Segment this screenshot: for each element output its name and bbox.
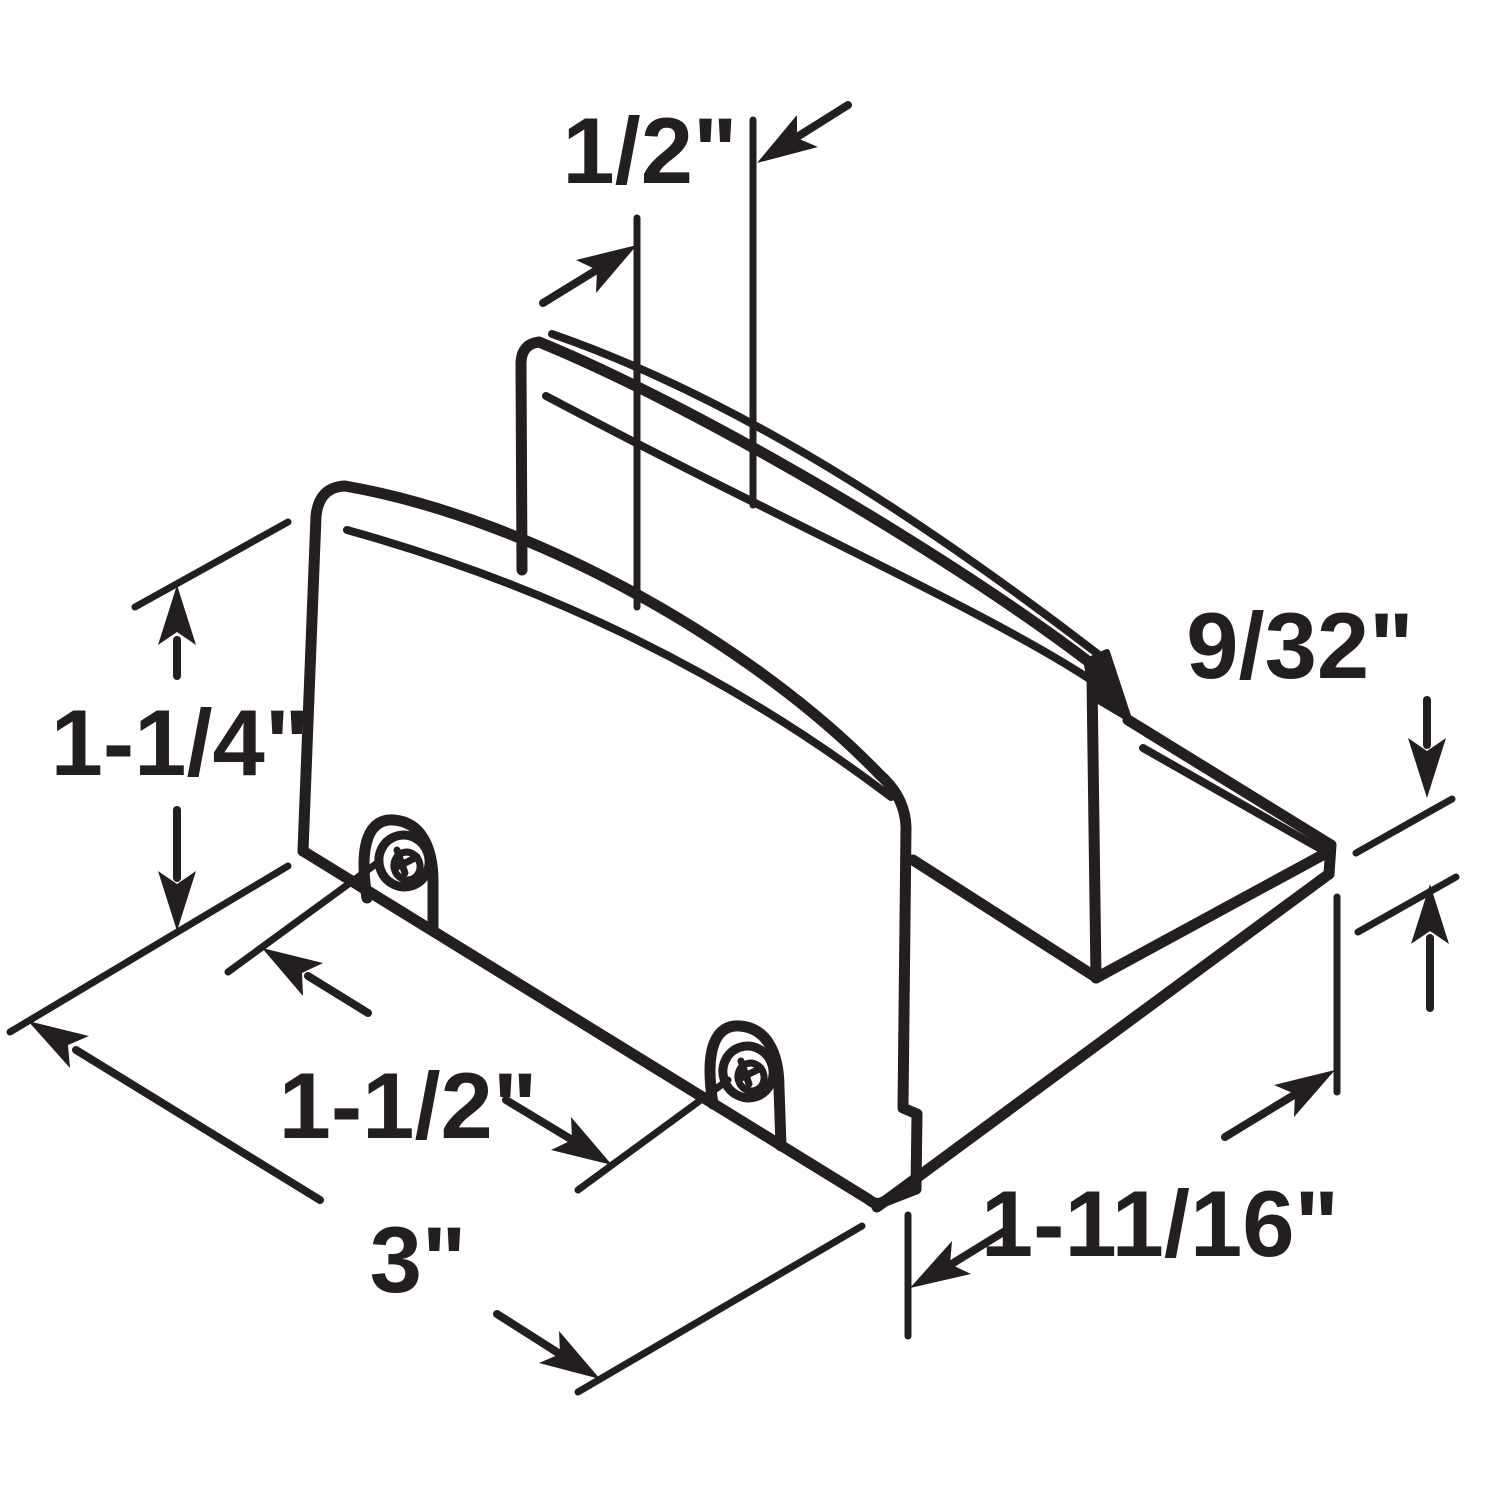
dim-base-depth-arrow-left [910, 1241, 971, 1288]
base-rear-top-edge [1122, 714, 1337, 851]
right-screw-slot [737, 1057, 765, 1088]
front-wall [297, 480, 923, 1209]
dim-base-depth-shaft-left [946, 1224, 1014, 1269]
dim-overall-length-arrow-right [539, 1331, 600, 1379]
dim-overall-length: 3" [28, 1021, 866, 1396]
dim-base-thickness-arrow-down [1408, 738, 1446, 798]
dim-base-depth: 1-11/16" [904, 893, 1341, 1340]
dim-channel-width-arrow-left [576, 245, 637, 293]
front-wall-bottom-edge [297, 845, 922, 1209]
dim-hole-spacing-label: 1-1/2" [279, 1053, 538, 1158]
dim-hole-spacing-arrow-right [551, 1117, 612, 1165]
left-screw-hole-outer [374, 830, 434, 892]
dim-base-thickness: 9/32" [1186, 593, 1460, 1012]
right-screw-hole-inner [734, 1059, 768, 1095]
front-wall-outline [297, 480, 923, 1195]
left-mounting-tab [358, 814, 439, 937]
dim-hole-spacing-arrow-left [262, 948, 323, 996]
dim-hole-spacing-ext-right [574, 1076, 732, 1194]
dim-base-depth-label: 1-11/16" [981, 1171, 1339, 1276]
dim-hole-spacing-ext-left [224, 857, 384, 976]
dim-channel-width: 1/2" [539, 98, 852, 611]
dim-hole-spacing-shaft-right [502, 1096, 578, 1145]
dim-overall-length-arrow-left [28, 1021, 89, 1068]
guide-part [297, 330, 1337, 1213]
rear-wall-outline [515, 336, 1102, 984]
dim-wall-height: 1-1/4" [6, 518, 310, 1036]
dim-base-thickness-tick-top [1352, 795, 1456, 857]
right-tab-outline [704, 1020, 787, 1152]
dim-channel-width-label: 1/2" [562, 98, 737, 203]
dim-base-thickness-tick-bottom [1354, 873, 1460, 936]
dim-channel-width-arrow-right [757, 115, 818, 163]
right-mounting-tab [704, 1020, 787, 1152]
dim-base-thickness-arrow-up [1411, 884, 1449, 944]
dim-base-depth-shaft-right [1221, 1091, 1298, 1141]
front-wall-bevel-line [343, 526, 895, 801]
base-right-face-bottom-edge [871, 868, 1335, 1213]
base-plate [871, 714, 1337, 1213]
base-rear-face-line [1139, 744, 1330, 856]
dim-overall-length-shaft-left [72, 1046, 324, 1204]
rear-wall-bevel-line [542, 392, 1092, 682]
dim-wall-height-arrow-up [158, 585, 196, 645]
dim-overall-length-ext-right [574, 1222, 866, 1396]
dim-wall-height-label: 1-1/4" [51, 690, 310, 795]
left-screw-slot [393, 846, 421, 877]
base-right-face-top-edge [1090, 845, 1336, 984]
dim-wall-height-ext-top [131, 518, 292, 611]
dim-hole-spacing-shaft-left [304, 972, 372, 1017]
rear-wall [515, 330, 1132, 984]
dim-overall-length-shaft-right [493, 1310, 567, 1360]
left-screw-hole-inner [390, 848, 424, 884]
dim-hole-spacing: 1-1/2" [224, 857, 732, 1194]
dim-base-depth-arrow-right [1274, 1070, 1335, 1117]
dim-overall-length-label: 3" [370, 1207, 467, 1312]
channel-floor-edge [907, 854, 1100, 982]
dim-wall-height-arrow-down [158, 871, 196, 931]
dim-wall-height-ext-bottom [6, 862, 292, 1036]
dim-base-thickness-label: 9/32" [1186, 593, 1414, 698]
